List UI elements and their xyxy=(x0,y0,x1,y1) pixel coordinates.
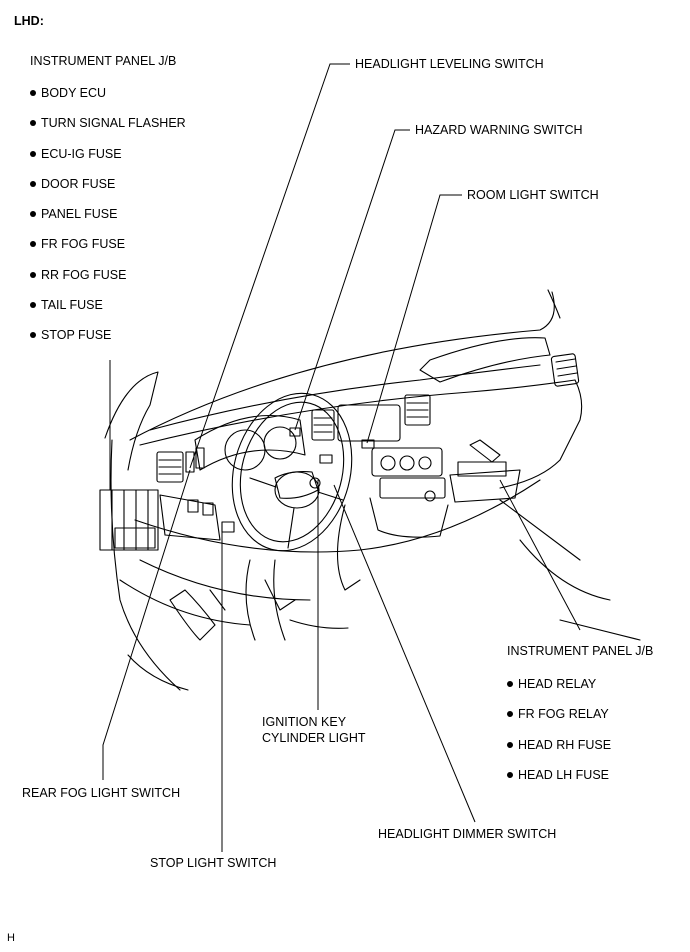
list-item: TURN SIGNAL FLASHER xyxy=(30,116,186,146)
dash-right-side xyxy=(499,379,583,489)
windshield-outline xyxy=(129,291,555,441)
leader-rear-fog xyxy=(102,469,191,780)
leader-headlight-dimmer xyxy=(333,484,476,823)
right-vent xyxy=(550,353,580,387)
bullet-icon xyxy=(507,681,513,687)
list-item: DOOR FUSE xyxy=(30,177,186,207)
figure-code: H xyxy=(7,932,15,944)
leader-room-light xyxy=(366,194,462,444)
page-heading: LHD: xyxy=(14,14,44,28)
bullet-icon xyxy=(507,771,513,778)
door-edge xyxy=(110,439,181,691)
roof-edge xyxy=(547,289,561,319)
glovebox-top xyxy=(419,337,551,383)
stop-light-switch-label: STOP LIGHT SWITCH xyxy=(150,856,277,870)
center-stack xyxy=(371,447,443,477)
right-jb xyxy=(457,461,507,477)
bullet-icon xyxy=(30,150,36,157)
left-vent xyxy=(156,451,184,483)
bullet-icon xyxy=(507,741,513,748)
list-item: TAIL FUSE xyxy=(30,298,186,328)
list-item: STOP FUSE xyxy=(30,328,186,358)
list-item: BODY ECU xyxy=(30,86,186,116)
right-group-title: INSTRUMENT PANEL J/B xyxy=(507,644,654,658)
steering-wheel xyxy=(231,392,353,552)
hazard-warning-switch-label: HAZARD WARNING SWITCH xyxy=(415,123,583,137)
bullet-icon xyxy=(30,90,36,96)
steering-column xyxy=(245,559,256,641)
headlight-leveling-switch-label: HEADLIGHT LEVELING SWITCH xyxy=(355,57,544,71)
rear-fog-light-switch-label: REAR FOG LIGHT SWITCH xyxy=(22,786,181,800)
meter-hood xyxy=(194,414,306,471)
audio-unit xyxy=(379,477,446,499)
bullet-icon xyxy=(507,711,513,718)
headlight-dimmer-switch-label: HEADLIGHT DIMMER SWITCH xyxy=(378,827,557,841)
list-item: HEAD LH FUSE xyxy=(507,768,611,798)
left-junction-box xyxy=(99,489,159,551)
bullet-icon xyxy=(30,302,36,309)
dash-bottom xyxy=(134,479,541,553)
ignition-key-cylinder-light-label-2: CYLINDER LIGHT xyxy=(262,731,366,745)
leader-headlight-leveling xyxy=(189,63,350,469)
floor-line xyxy=(499,499,581,561)
door-lower xyxy=(127,654,189,691)
a-pillar xyxy=(104,371,159,471)
list-item: ECU-IG FUSE xyxy=(30,147,186,177)
leader-right-jb xyxy=(499,479,581,631)
list-item: FR FOG FUSE xyxy=(30,237,186,267)
center-display xyxy=(337,404,401,442)
left-group-list: BODY ECU TURN SIGNAL FLASHER ECU-IG FUSE… xyxy=(30,86,186,359)
leader-hazard-warning xyxy=(294,129,410,431)
bullet-icon xyxy=(30,241,36,248)
list-item: HEAD RELAY xyxy=(507,677,611,707)
bullet-icon xyxy=(30,332,36,339)
list-item: FR FOG RELAY xyxy=(507,707,611,737)
bullet-icon xyxy=(30,271,36,278)
list-item: RR FOG FUSE xyxy=(30,268,186,298)
center-console xyxy=(369,497,449,538)
left-group-title: INSTRUMENT PANEL J/B xyxy=(30,54,177,68)
right-group-list: HEAD RELAY FR FOG RELAY HEAD RH FUSE HEA… xyxy=(507,677,611,798)
bullet-icon xyxy=(30,120,36,127)
list-item: PANEL FUSE xyxy=(30,207,186,237)
room-light-switch-label: ROOM LIGHT SWITCH xyxy=(467,188,599,202)
bullet-icon xyxy=(30,211,36,218)
ignition-key-cylinder-light-label-1: IGNITION KEY xyxy=(262,715,347,729)
glovebox xyxy=(449,469,521,503)
pedal xyxy=(169,589,216,641)
bullet-icon xyxy=(30,180,36,187)
dash-top xyxy=(149,364,541,431)
center-vent-right xyxy=(404,394,431,426)
list-item: HEAD RH FUSE xyxy=(507,738,611,768)
